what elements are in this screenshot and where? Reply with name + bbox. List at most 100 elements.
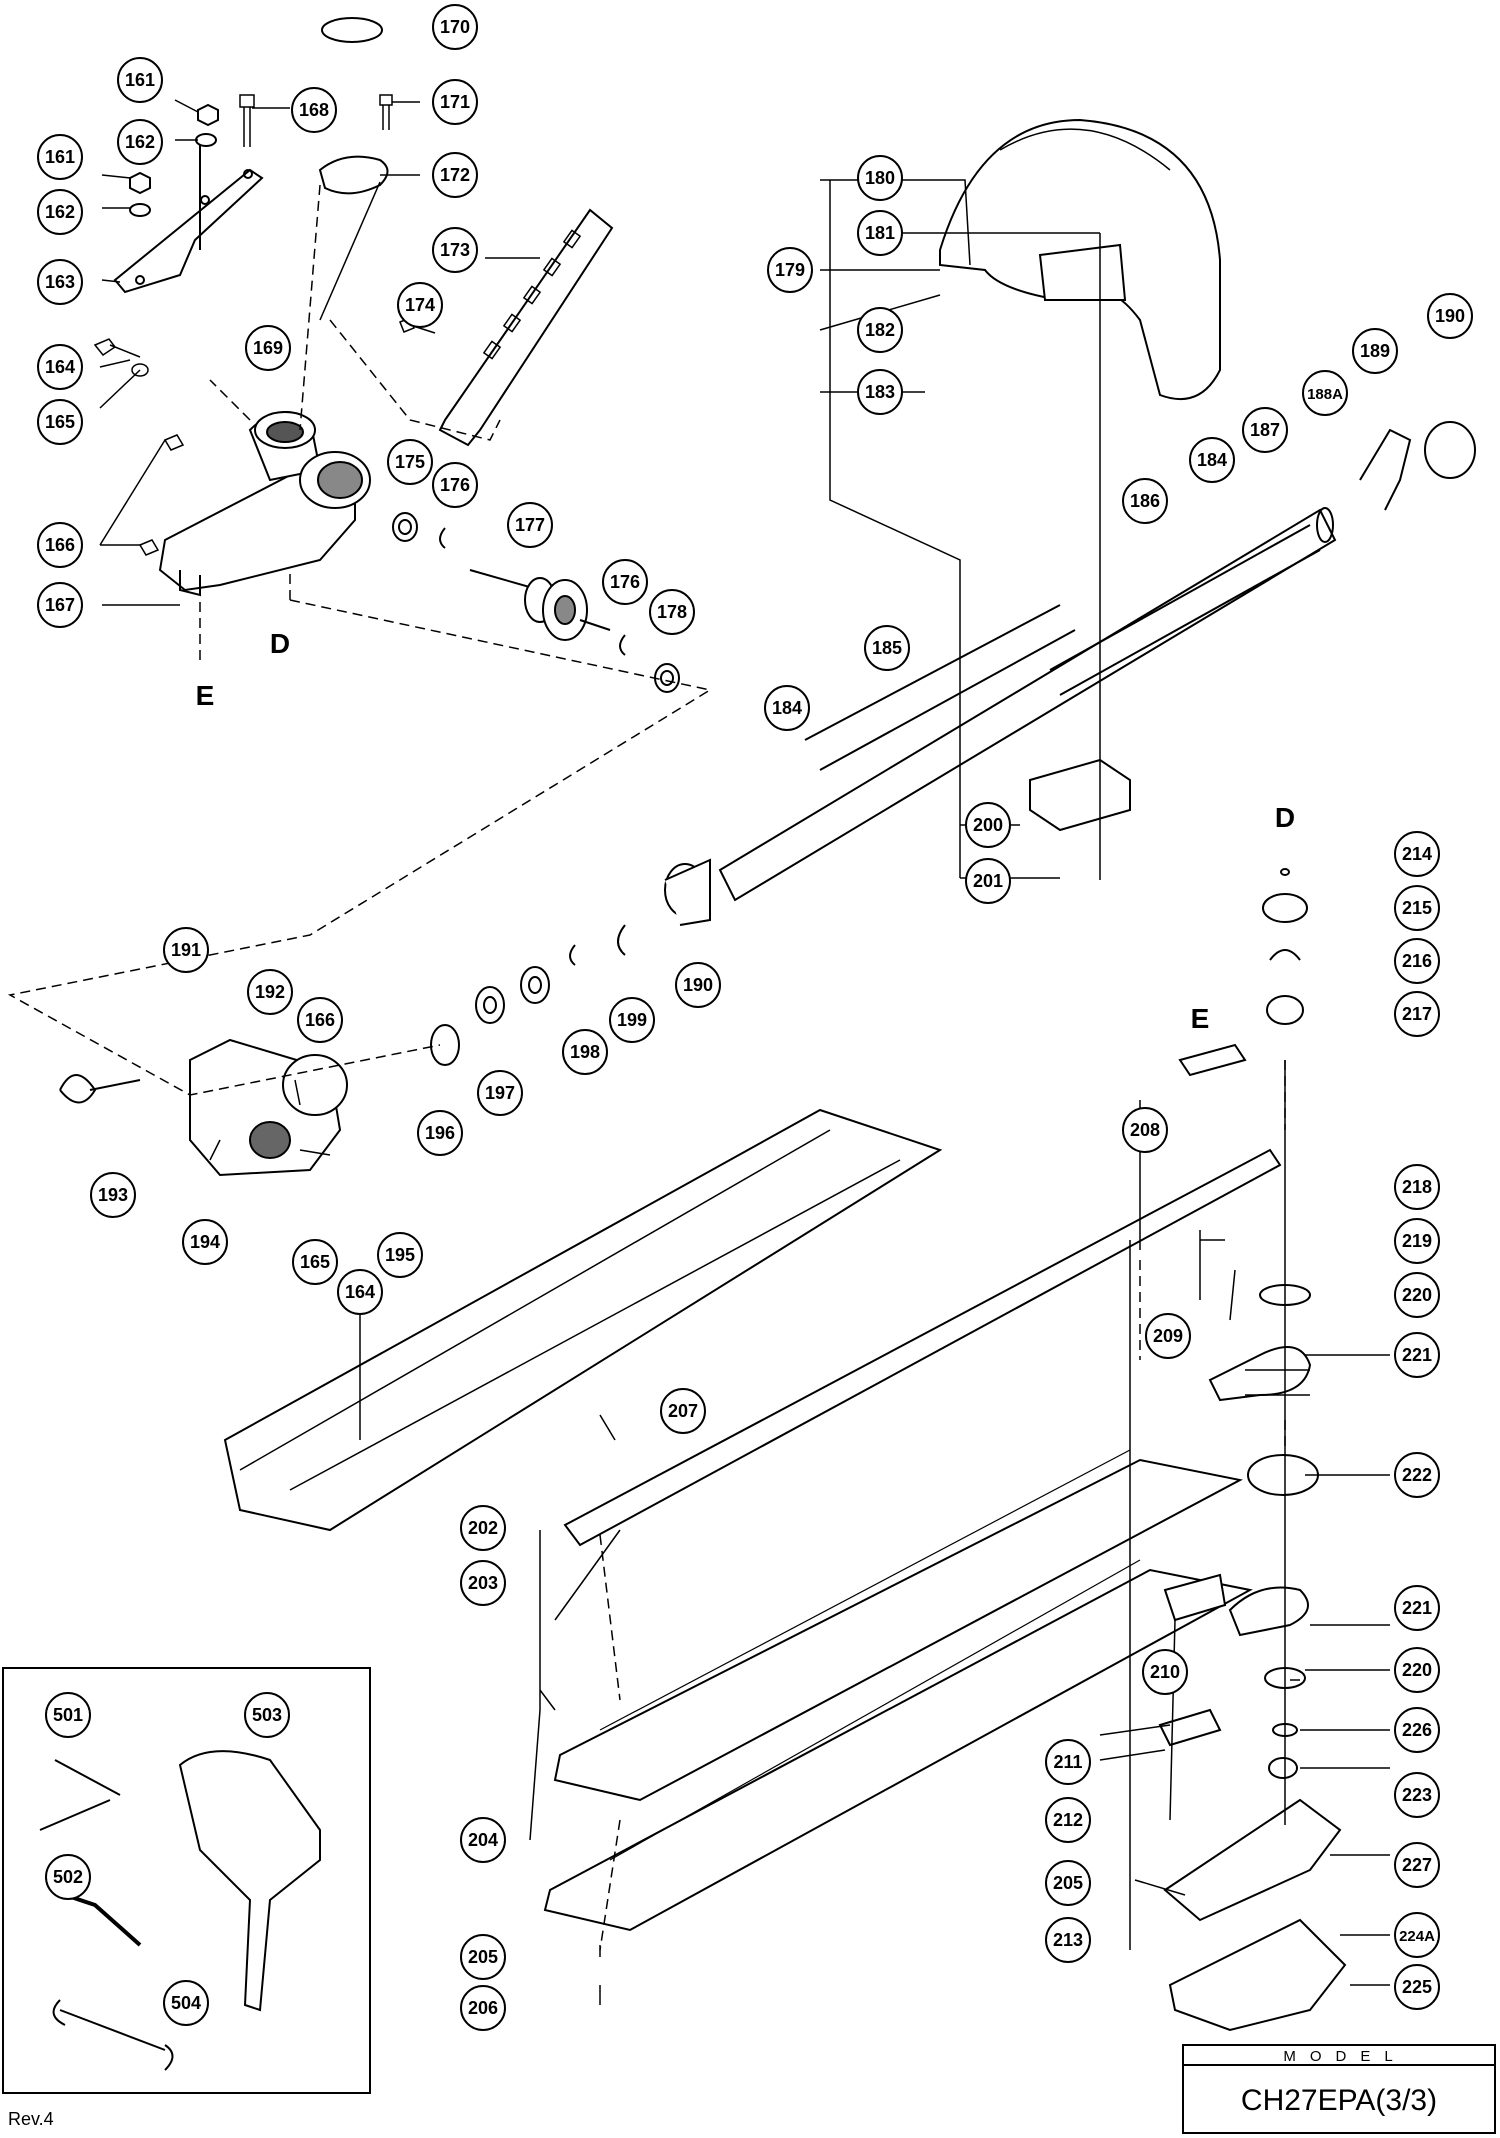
- model-heading: MODEL: [1283, 2048, 1406, 2065]
- callout-number: 220: [1402, 1285, 1432, 1305]
- callout-number: 504: [171, 1993, 201, 2013]
- callout-circle: [1394, 938, 1440, 984]
- reference-letter-d: D: [270, 628, 290, 659]
- callout-circle: [1045, 1739, 1091, 1785]
- callout-number: 178: [657, 602, 687, 622]
- callout-206: 206: [460, 1985, 506, 2031]
- callout-circle: [45, 1854, 91, 1900]
- callout-200: 200: [965, 802, 1011, 848]
- callout-circle: [1394, 1452, 1440, 1498]
- callout-170: 170: [432, 4, 478, 50]
- callout-167: 167: [37, 582, 83, 628]
- callout-number: 166: [305, 1010, 335, 1030]
- callout-184: 184: [1189, 437, 1235, 483]
- callout-number: 213: [1053, 1930, 1083, 1950]
- callout-192: 192: [247, 969, 293, 1015]
- callout-number: 165: [45, 412, 75, 432]
- callout-223: 223: [1394, 1772, 1440, 1818]
- callout-number: 220: [1402, 1660, 1432, 1680]
- callout-number: 221: [1402, 1598, 1432, 1618]
- callout-circle: [1394, 831, 1440, 877]
- callout-193: 193: [90, 1172, 136, 1218]
- callout-circle: [1302, 370, 1348, 416]
- callout-number: 171: [440, 92, 470, 112]
- callout-circle: [117, 57, 163, 103]
- revision-label: Rev.4: [8, 2109, 54, 2129]
- part-drawings: [2, 17, 1476, 2094]
- accessories-box: [2, 1667, 371, 2094]
- callout-211: 211: [1045, 1739, 1091, 1785]
- callout-198: 198: [562, 1029, 608, 1075]
- callout-161: 161: [37, 134, 83, 180]
- callout-number: 227: [1402, 1855, 1432, 1875]
- callout-circle: [857, 210, 903, 256]
- callout-number: 223: [1402, 1785, 1432, 1805]
- callout-circle: [1394, 1772, 1440, 1818]
- callout-number: 168: [299, 100, 329, 120]
- callout-circle: [247, 969, 293, 1015]
- callout-number: 205: [468, 1947, 498, 1967]
- callout-circle: [1394, 1964, 1440, 2010]
- callout-190: 190: [675, 962, 721, 1008]
- callout-number: 206: [468, 1998, 498, 2018]
- callout-194: 194: [182, 1219, 228, 1265]
- cover-drawing: [318, 155, 389, 195]
- callout-number: 217: [1402, 1004, 1432, 1024]
- callout-number: 184: [1197, 450, 1227, 470]
- callout-number: 170: [440, 17, 470, 37]
- callout-circle: [387, 439, 433, 485]
- callout-number: 190: [1435, 306, 1465, 326]
- callout-187: 187: [1242, 407, 1288, 453]
- callout-188A: 188A: [1302, 370, 1348, 416]
- callout-number: 219: [1402, 1231, 1432, 1251]
- callout-number: 209: [1153, 1326, 1183, 1346]
- callout-171: 171: [432, 79, 478, 125]
- callout-215: 215: [1394, 885, 1440, 931]
- callout-number: 176: [440, 475, 470, 495]
- callout-number: 207: [668, 1401, 698, 1421]
- callout-163: 163: [37, 259, 83, 305]
- callout-226: 226: [1394, 1707, 1440, 1753]
- callout-number: 205: [1053, 1873, 1083, 1893]
- callout-circle: [432, 152, 478, 198]
- callout-circle: [1427, 293, 1473, 339]
- callout-circle: [649, 589, 695, 635]
- callout-number: 163: [45, 272, 75, 292]
- callout-circle: [965, 802, 1011, 848]
- callout-number: 225: [1402, 1977, 1432, 1997]
- callout-number: 184: [772, 698, 802, 718]
- lever-drawing: [438, 208, 614, 447]
- callout-circle: [460, 1985, 506, 2031]
- callout-218: 218: [1394, 1164, 1440, 1210]
- callout-number: 176: [610, 572, 640, 592]
- callout-199: 199: [609, 997, 655, 1043]
- callout-number: 173: [440, 240, 470, 260]
- callout-circle: [1242, 407, 1288, 453]
- callout-197: 197: [477, 1070, 523, 1116]
- callout-circle: [764, 685, 810, 731]
- callout-circle: [1352, 328, 1398, 374]
- callout-circle: [1122, 1107, 1168, 1153]
- callout-number: 165: [300, 1252, 330, 1272]
- nuts-drawing: [129, 103, 219, 250]
- callout-216: 216: [1394, 938, 1440, 984]
- callout-circle: [460, 1934, 506, 1980]
- callout-214: 214: [1394, 831, 1440, 877]
- callout-circle: [432, 79, 478, 125]
- callout-circle: [675, 962, 721, 1008]
- callout-circle: [1122, 478, 1168, 524]
- callout-circle: [965, 858, 1011, 904]
- callout-circle: [460, 1505, 506, 1551]
- callout-164: 164: [337, 1269, 383, 1315]
- callout-number: 222: [1402, 1465, 1432, 1485]
- callout-224A: 224A: [1394, 1912, 1440, 1958]
- callout-circle: [1394, 885, 1440, 931]
- callout-number: 188A: [1307, 386, 1343, 403]
- model-title-block: MODEL CH27EPA(3/3): [1182, 2044, 1496, 2134]
- callout-circle: [1045, 1860, 1091, 1906]
- top-gear-parts-drawing: [1262, 868, 1308, 1025]
- reference-letter-e: E: [196, 680, 215, 711]
- callout-number: 195: [385, 1245, 415, 1265]
- callout-number: 192: [255, 982, 285, 1002]
- callout-178: 178: [649, 589, 695, 635]
